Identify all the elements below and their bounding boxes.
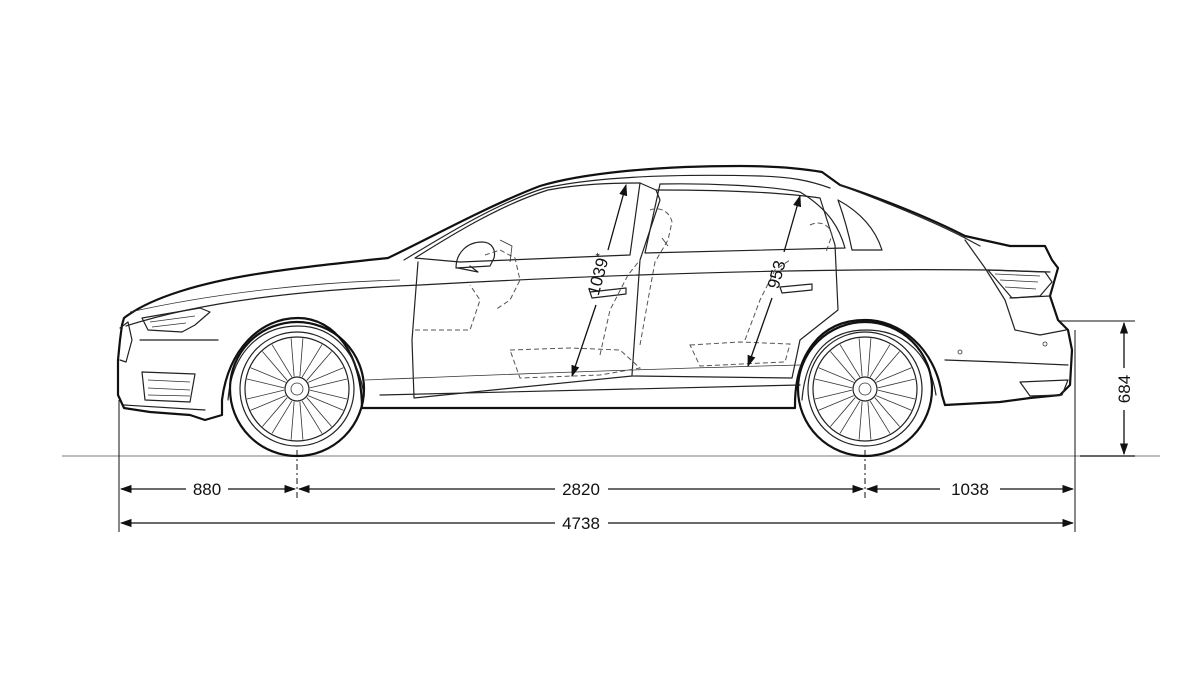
wheel-spoke: [301, 344, 323, 378]
wheel-spoke: [299, 338, 304, 377]
dimension-rear-headroom: 953: [747, 194, 802, 368]
wheel-spoke: [858, 401, 863, 440]
wheel-spoke: [271, 400, 293, 434]
wheel-spoke: [262, 397, 288, 427]
wheel-spoke: [246, 378, 285, 389]
wheel-spoke: [869, 400, 891, 434]
wheel-spoke: [262, 351, 288, 381]
front-overhang-label: 880: [193, 480, 221, 499]
wheel-spoke: [877, 378, 916, 389]
wheel-spoke: [308, 395, 344, 411]
wheelbase-label: 2820: [562, 480, 600, 499]
wheel-spoke: [299, 401, 304, 440]
dimension-front-overhang: 880: [119, 480, 297, 499]
wheel-spoke: [308, 367, 344, 383]
wheel-spoke: [858, 338, 863, 377]
overall-length-label: 4738: [562, 514, 600, 533]
wheel-spoke: [876, 367, 912, 383]
trunk-lip-height-label: 684: [1115, 375, 1134, 403]
wheel-spoke: [306, 397, 332, 427]
wheel-spoke: [839, 344, 861, 378]
wheel-spoke: [874, 397, 900, 427]
wheel-spoke: [830, 351, 856, 381]
car-side-profile: [116, 164, 1074, 422]
wheel-spoke: [867, 401, 872, 440]
rear-wheel-icon: [796, 320, 934, 458]
wheel-spoke: [839, 400, 861, 434]
wheel-spoke: [830, 397, 856, 427]
wheel-spoke: [818, 367, 854, 383]
wheel-spoke: [814, 378, 853, 389]
wheel-spoke: [869, 344, 891, 378]
wheel-spoke: [867, 338, 872, 377]
dimension-rear-overhang: 1038: [865, 480, 1075, 499]
wheel-spoke: [306, 351, 332, 381]
dimension-overall-length: 4738: [119, 514, 1075, 533]
dimension-front-headroom: 1039*: [571, 183, 628, 378]
wheel-spoke: [309, 378, 348, 389]
wheel-spoke: [290, 338, 295, 377]
wheel-spoke: [876, 395, 912, 411]
wheel-spoke: [250, 367, 286, 383]
front-wheel-icon: [228, 320, 366, 458]
extension-lines: [118, 320, 1135, 532]
rear-overhang-label: 1038: [951, 480, 989, 499]
wheel-spoke: [309, 389, 348, 400]
wheel-spoke: [877, 389, 916, 400]
dimension-trunk-lip-height: 684: [1115, 321, 1134, 456]
wheel-spoke: [814, 389, 853, 400]
wheel-spoke: [250, 395, 286, 411]
dimension-wheelbase: 2820: [297, 480, 865, 499]
wheel-spoke: [246, 389, 285, 400]
wheel-spoke: [874, 351, 900, 381]
wheel-spoke: [290, 401, 295, 440]
wheel-spoke: [271, 344, 293, 378]
wheel-spoke: [301, 400, 323, 434]
wheel-spoke: [818, 395, 854, 411]
